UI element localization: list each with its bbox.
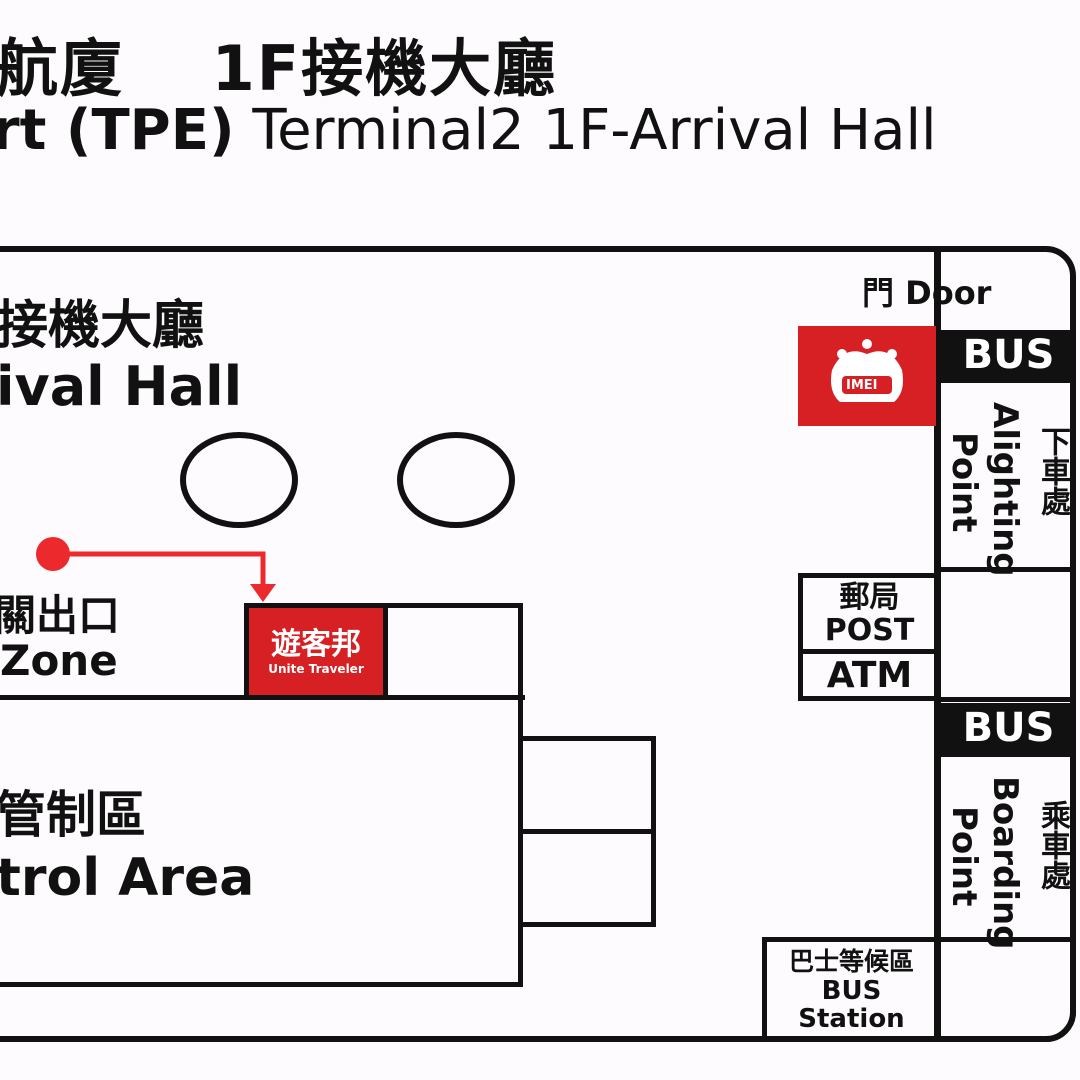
empty-counter bbox=[383, 603, 523, 700]
arrival-hall-label-en: ival Hall bbox=[0, 355, 243, 418]
post-label-zh: 郵局 bbox=[839, 579, 900, 615]
page-title-chinese: 航廈 1F接機大廳 bbox=[0, 32, 558, 105]
bus-station-label-zh: 巴士等候區 bbox=[788, 946, 914, 976]
side-room-lower bbox=[518, 829, 656, 927]
exit-zone-label-en: Zone bbox=[0, 636, 118, 685]
curb-empty-box bbox=[936, 567, 1076, 702]
boarding-label-zh: 乘車處 bbox=[1035, 800, 1070, 890]
atm: ATM bbox=[798, 649, 941, 701]
control-area-label-en: trol Area bbox=[0, 848, 255, 908]
imei-logo-text: IMEI bbox=[846, 378, 878, 393]
unite-traveler-en: Unite Traveler bbox=[268, 661, 364, 676]
imei-crown-icon bbox=[831, 339, 903, 402]
bus-station-label-en-1: BUS bbox=[821, 975, 882, 1006]
bus-station: 巴士等候區 BUS Station bbox=[762, 937, 941, 1042]
curb-bottom-box bbox=[936, 937, 1076, 1042]
exit-zone-label-zh: 關出口 bbox=[0, 591, 121, 640]
unite-traveler-logo: 遊客邦 Unite Traveler bbox=[249, 608, 383, 695]
unite-traveler-zh: 遊客邦 bbox=[271, 626, 361, 662]
page-title-english: rt (TPE) Terminal2 1F-Arrival Hall bbox=[0, 98, 937, 163]
route-arrowhead bbox=[250, 584, 276, 602]
title-airport-code: rt (TPE) bbox=[0, 98, 235, 163]
arrival-hall-label-zh: 接機大廳 bbox=[0, 296, 205, 356]
post-office: 郵局 POST bbox=[798, 573, 941, 654]
route-line bbox=[53, 551, 266, 588]
alighting-label-en-1: Alighting bbox=[985, 402, 1025, 577]
bus-alighting-header: BUS bbox=[941, 330, 1076, 382]
alighting-label-zh: 下車處 bbox=[1035, 426, 1070, 516]
pillar-circle-left bbox=[180, 432, 298, 528]
pillar-circle-right bbox=[397, 432, 515, 528]
title-terminal-hall: Terminal2 1F-Arrival Hall bbox=[234, 98, 937, 163]
bus-station-label-en-2: Station bbox=[798, 1003, 905, 1034]
route-arrow bbox=[36, 537, 276, 602]
boarding-label-en-1: Boarding bbox=[985, 776, 1025, 950]
alighting-label-en-2: Point bbox=[944, 432, 984, 533]
bus-boarding-header: BUS bbox=[941, 703, 1076, 755]
post-label-en: POST bbox=[824, 612, 915, 648]
atm-label: ATM bbox=[826, 654, 913, 696]
imei-logo: IMEI bbox=[798, 326, 936, 426]
side-room-upper bbox=[518, 736, 656, 834]
control-area-label-zh: 管制區 bbox=[0, 786, 146, 844]
boarding-label-en-2: Point bbox=[944, 806, 984, 907]
door-label: 門 Door bbox=[862, 274, 992, 312]
